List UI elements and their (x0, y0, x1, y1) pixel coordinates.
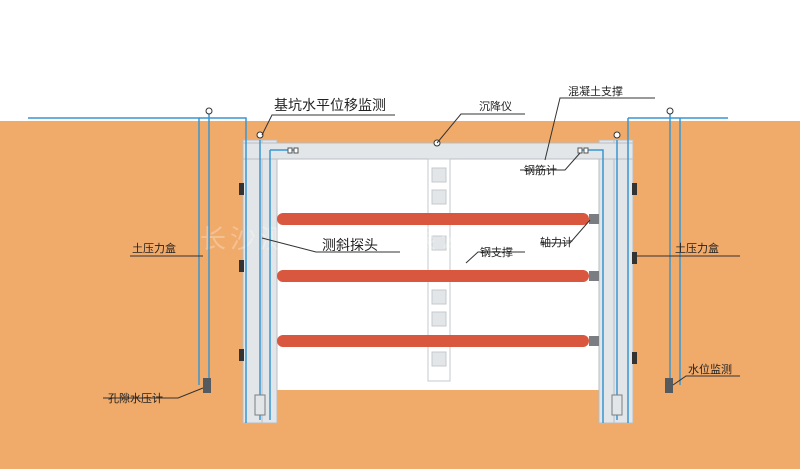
label-axial-force-meter: 轴力计 (540, 235, 573, 249)
label-settlement-gauge: 沉降仪 (479, 99, 512, 113)
monitoring-point-icon (256, 131, 264, 139)
label-steel-strut: 钢支撑 (480, 245, 513, 259)
left-inclinometer-tube (199, 117, 299, 423)
rebar-meter-node-icon (287, 147, 293, 154)
label-earth-pressure-left: 土压力盒 (132, 241, 176, 255)
label-concrete-strut: 混凝土支撑 (568, 84, 623, 98)
leader-lines (103, 97, 740, 399)
monitoring-point-icon (205, 107, 213, 115)
right-observation-well (628, 107, 728, 393)
strut-end-cap-icon (589, 336, 599, 346)
pressure-cell-icon (239, 183, 244, 195)
pressure-cell-icon (632, 183, 637, 195)
pore-pressure-sensor-icon (203, 378, 211, 393)
label-horizontal-monitor: 基坑水平位移监测 (274, 97, 386, 114)
strut-end-cap-icon (589, 214, 599, 224)
pressure-cell-icon (239, 260, 244, 272)
monitoring-point-icon (666, 107, 674, 115)
pressure-cell-icon (632, 352, 637, 364)
label-rebar-meter: 钢筋计 (524, 163, 557, 177)
strut-end-cap-icon (589, 271, 599, 281)
water-level-sensor-icon (665, 378, 673, 393)
watermark: 长沙测力仪器有限公司 (200, 225, 500, 255)
inclinometer-probe-icon (254, 394, 266, 416)
steel-strut-3 (277, 335, 599, 347)
label-inclinometer-probe: 测斜探头 (322, 238, 378, 254)
monitoring-point-icon (613, 131, 621, 139)
right-inclinometer-tube (577, 118, 629, 423)
label-earth-pressure-right: 土压力盒 (675, 241, 719, 255)
pressure-cell-icon (632, 252, 637, 264)
label-pore-pressure: 孔隙水压计 (108, 391, 163, 405)
steel-strut-1 (277, 213, 599, 225)
label-water-level: 水位监测 (688, 362, 732, 376)
steel-strut-2 (277, 270, 599, 282)
pressure-cell-icon (239, 349, 244, 361)
